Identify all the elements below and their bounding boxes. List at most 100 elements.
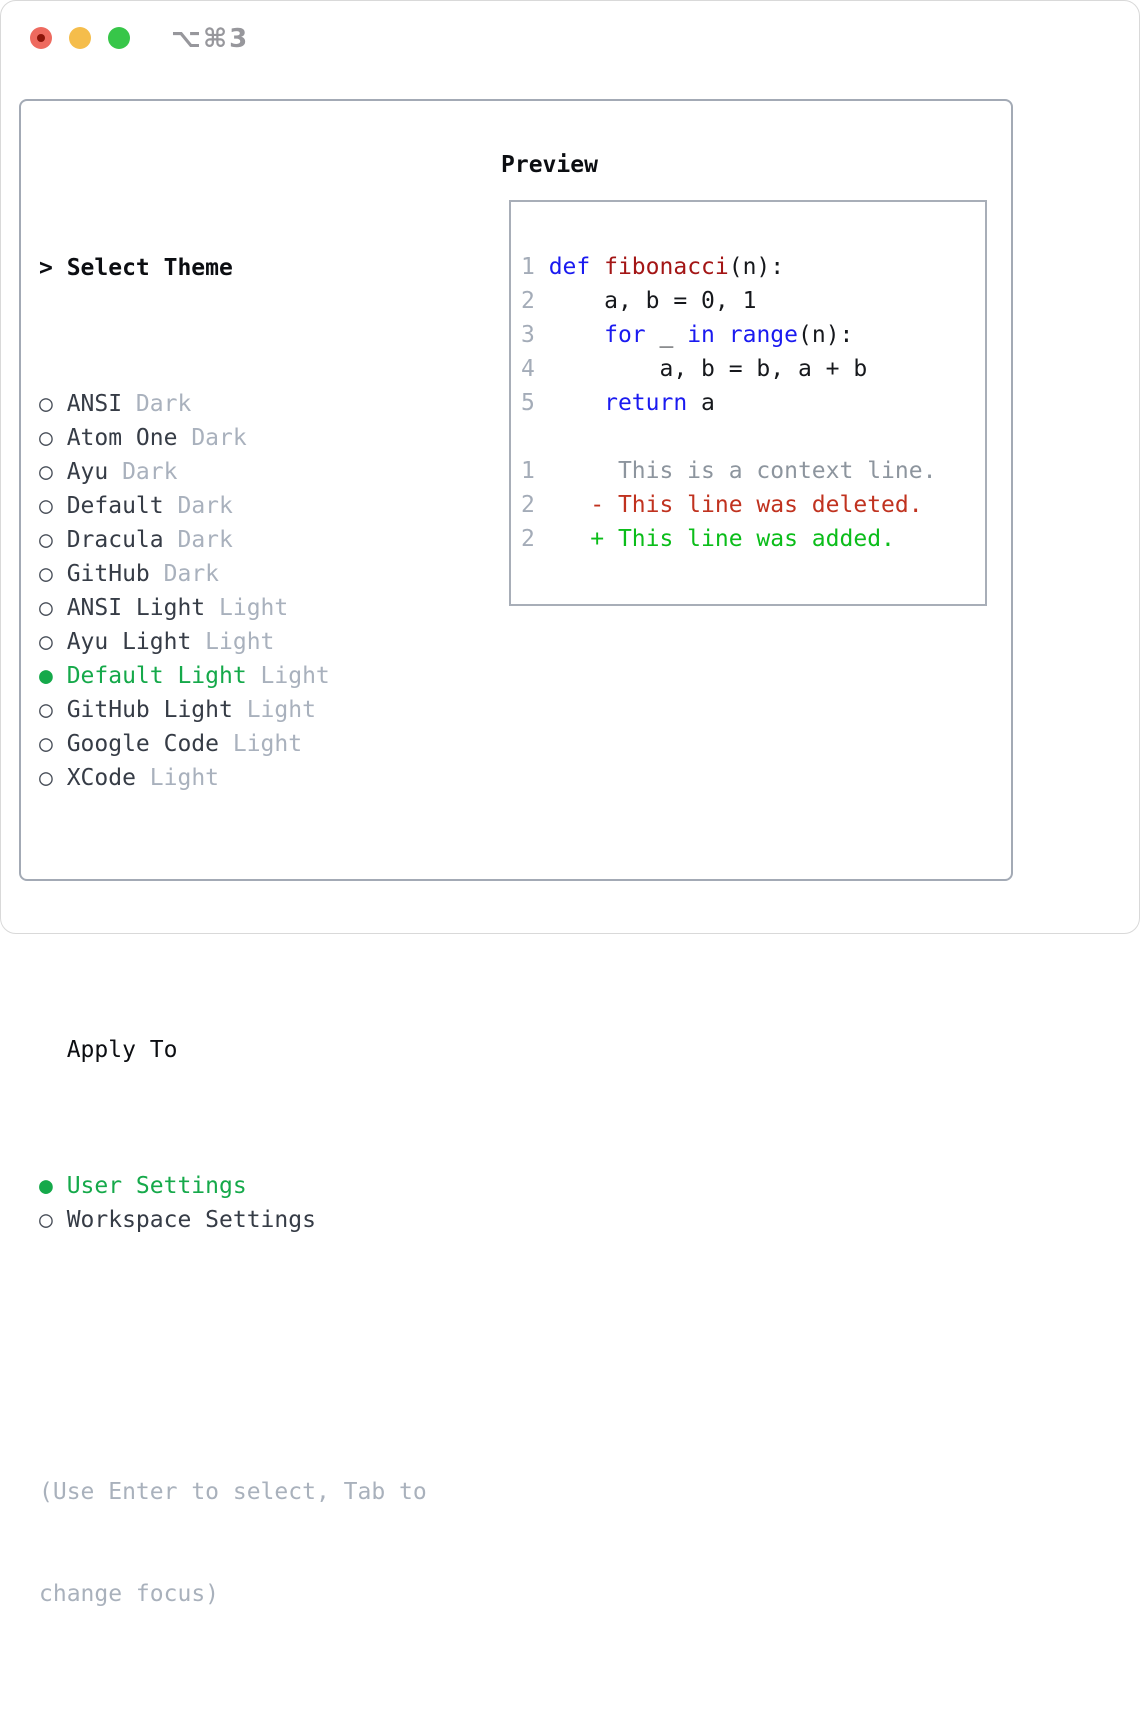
minimize-button[interactable]: [69, 27, 91, 49]
theme-option-ansi[interactable]: ○ANSI Dark: [39, 387, 427, 421]
theme-variant: Dark: [122, 459, 177, 485]
theme-option-xcode[interactable]: ○XCode Light: [39, 761, 427, 795]
apply-to-header: Apply To: [39, 1033, 427, 1067]
window-shortcut-label: ⌥⌘3: [171, 24, 249, 54]
code-token: [549, 322, 604, 348]
code-token: [590, 254, 604, 280]
radio-icon: ○: [39, 489, 67, 523]
code-token: 1: [521, 254, 549, 280]
apply-option-label: User Settings: [67, 1173, 247, 1199]
theme-variant: Light: [219, 595, 288, 621]
theme-name: GitHub: [67, 561, 150, 587]
code-token: (n):: [798, 322, 853, 348]
code-token: 1: [521, 458, 549, 484]
code-token: in: [687, 322, 715, 348]
apply-to-list: ●User Settings○Workspace Settings: [39, 1169, 427, 1237]
code-token: return: [604, 390, 687, 416]
code-line: 4 a, b = b, a + b: [521, 352, 985, 386]
apply-option-user-settings[interactable]: ●User Settings: [39, 1169, 427, 1203]
select-theme-title: Select Theme: [67, 255, 233, 281]
code-line: 2 + This line was added.: [521, 522, 985, 556]
radio-icon: ○: [39, 591, 67, 625]
theme-name: GitHub Light: [67, 697, 233, 723]
radio-icon: ○: [39, 557, 67, 591]
theme-name: Atom One: [67, 425, 178, 451]
theme-name: Google Code: [67, 731, 219, 757]
spacer-row: [39, 1339, 427, 1373]
code-line: 1 This is a context line.: [521, 454, 985, 488]
close-button[interactable]: [30, 27, 52, 49]
theme-variant: Dark: [136, 391, 191, 417]
theme-variant: Light: [233, 731, 302, 757]
close-dot-icon: [37, 34, 45, 42]
hint-line-2: change focus): [39, 1577, 427, 1611]
radio-icon: ○: [39, 625, 67, 659]
zoom-button[interactable]: [108, 27, 130, 49]
select-theme-header: >Select Theme: [39, 251, 427, 285]
code-token: [549, 492, 591, 518]
theme-name: XCode: [67, 765, 136, 791]
theme-option-ansi-light[interactable]: ○ANSI Light Light: [39, 591, 427, 625]
theme-name: Dracula: [67, 527, 164, 553]
radio-icon: ○: [39, 761, 67, 795]
radio-icon: ○: [39, 455, 67, 489]
code-token: fibonacci: [604, 254, 729, 280]
code-token: This is a context line.: [549, 458, 937, 484]
theme-variant: Light: [150, 765, 219, 791]
code-token: [715, 322, 729, 348]
code-token: a, b = 0, 1: [549, 288, 757, 314]
theme-name: ANSI: [67, 391, 122, 417]
theme-variant: Dark: [177, 493, 232, 519]
theme-option-ayu[interactable]: ○Ayu Dark: [39, 455, 427, 489]
code-token: - This line was deleted.: [590, 492, 922, 518]
code-token: 2: [521, 288, 549, 314]
theme-name: Ayu: [67, 459, 109, 485]
code-token: 4: [521, 356, 549, 382]
code-token: + This line was added.: [590, 526, 895, 552]
radio-icon: ○: [39, 523, 67, 557]
code-line: 3 for _ in range(n):: [521, 318, 985, 352]
theme-variant: Light: [205, 629, 274, 655]
theme-variant: Dark: [177, 527, 232, 553]
preview-title: Preview: [501, 148, 598, 182]
theme-option-default[interactable]: ○Default Dark: [39, 489, 427, 523]
radio-icon: ○: [39, 387, 67, 421]
theme-name: ANSI Light: [67, 595, 205, 621]
cursor-indicator: >: [39, 251, 67, 285]
theme-variant: Light: [261, 663, 330, 689]
radio-icon: ○: [39, 727, 67, 761]
code-line: 2 a, b = 0, 1: [521, 284, 985, 318]
radio-icon: ○: [39, 421, 67, 455]
apply-to-title: Apply To: [67, 1037, 178, 1063]
code-token: 2: [521, 492, 549, 518]
theme-name: Default: [67, 493, 164, 519]
theme-name: Ayu Light: [67, 629, 192, 655]
code-token: _: [646, 322, 688, 348]
theme-option-google-code[interactable]: ○Google Code Light: [39, 727, 427, 761]
radio-selected-icon: ●: [39, 659, 67, 693]
code-line: 5 return a: [521, 386, 985, 420]
theme-option-dracula[interactable]: ○Dracula Dark: [39, 523, 427, 557]
code-token: [549, 390, 604, 416]
code-token: 3: [521, 322, 549, 348]
apply-option-workspace-settings[interactable]: ○Workspace Settings: [39, 1203, 427, 1237]
code-token: range: [729, 322, 798, 348]
code-token: a, b = b, a + b: [549, 356, 868, 382]
radio-selected-icon: ●: [39, 1169, 67, 1203]
theme-option-ayu-light[interactable]: ○Ayu Light Light: [39, 625, 427, 659]
hint-line-1: (Use Enter to select, Tab to: [39, 1475, 427, 1509]
code-line: 1 def fibonacci(n):: [521, 250, 985, 284]
code-token: for: [604, 322, 646, 348]
code-token: (n):: [729, 254, 784, 280]
code-token: 2: [521, 526, 549, 552]
code-token: 5: [521, 390, 549, 416]
